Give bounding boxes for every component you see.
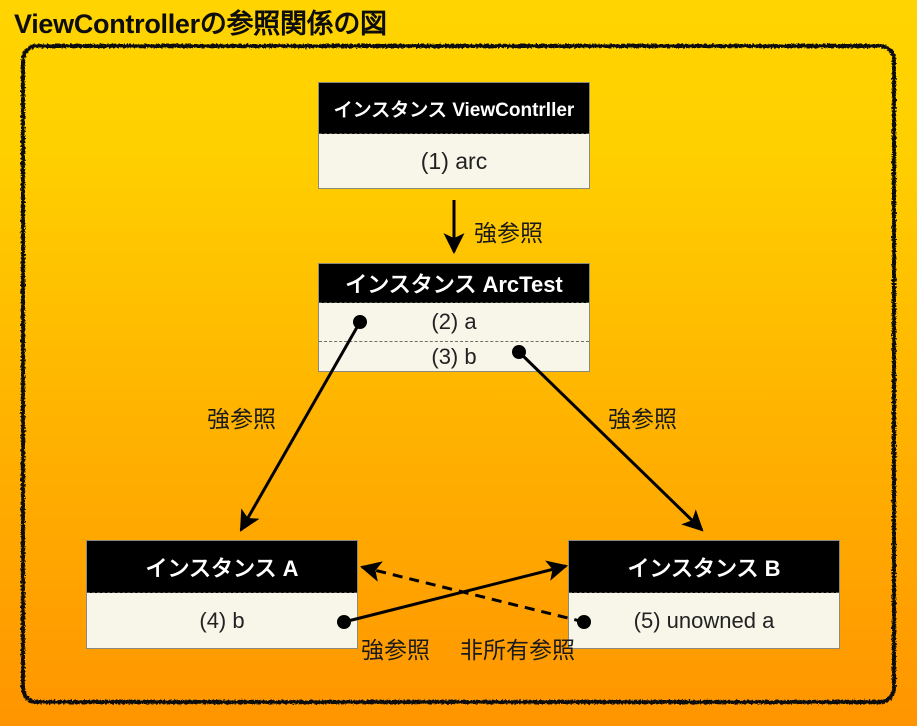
node-header: インスタンス A xyxy=(87,541,357,593)
node-instance-b[interactable]: インスタンス B (5) unowned a xyxy=(568,540,840,649)
edge-arctest-b-to-b xyxy=(517,350,704,532)
edge-label-arctest-b-to-b: 強参照 xyxy=(608,406,677,432)
node-header: インスタンス ArcTest xyxy=(319,264,589,303)
node-row: (4) b xyxy=(199,608,245,633)
page-title: ViewControllerの参照関係の図 xyxy=(14,9,387,39)
node-row: (5) unowned a xyxy=(633,608,775,633)
edge-b-to-a xyxy=(359,561,585,624)
edge-label-vc-to-arctest: 強参照 xyxy=(474,220,543,246)
edge-label-b-to-a: 非所有参照 xyxy=(460,637,575,663)
node-viewcontroller[interactable]: インスタンス ViewContrller (1) arc xyxy=(318,82,590,189)
edge-a-to-b xyxy=(343,560,569,624)
node-row: (2) a xyxy=(431,309,477,334)
node-arctest[interactable]: インスタンス ArcTest (2) a (3) b xyxy=(318,263,590,372)
node-row: (3) b xyxy=(319,341,589,372)
edge-label-arctest-a-to-a: 強参照 xyxy=(207,406,276,432)
edge-label-a-to-b: 強参照 xyxy=(361,637,430,663)
node-row: (1) arc xyxy=(420,147,488,174)
node-instance-a[interactable]: インスタンス A (4) b xyxy=(86,540,358,649)
node-header: インスタンス B xyxy=(569,541,839,593)
node-header: インスタンス ViewContrller xyxy=(319,83,589,134)
